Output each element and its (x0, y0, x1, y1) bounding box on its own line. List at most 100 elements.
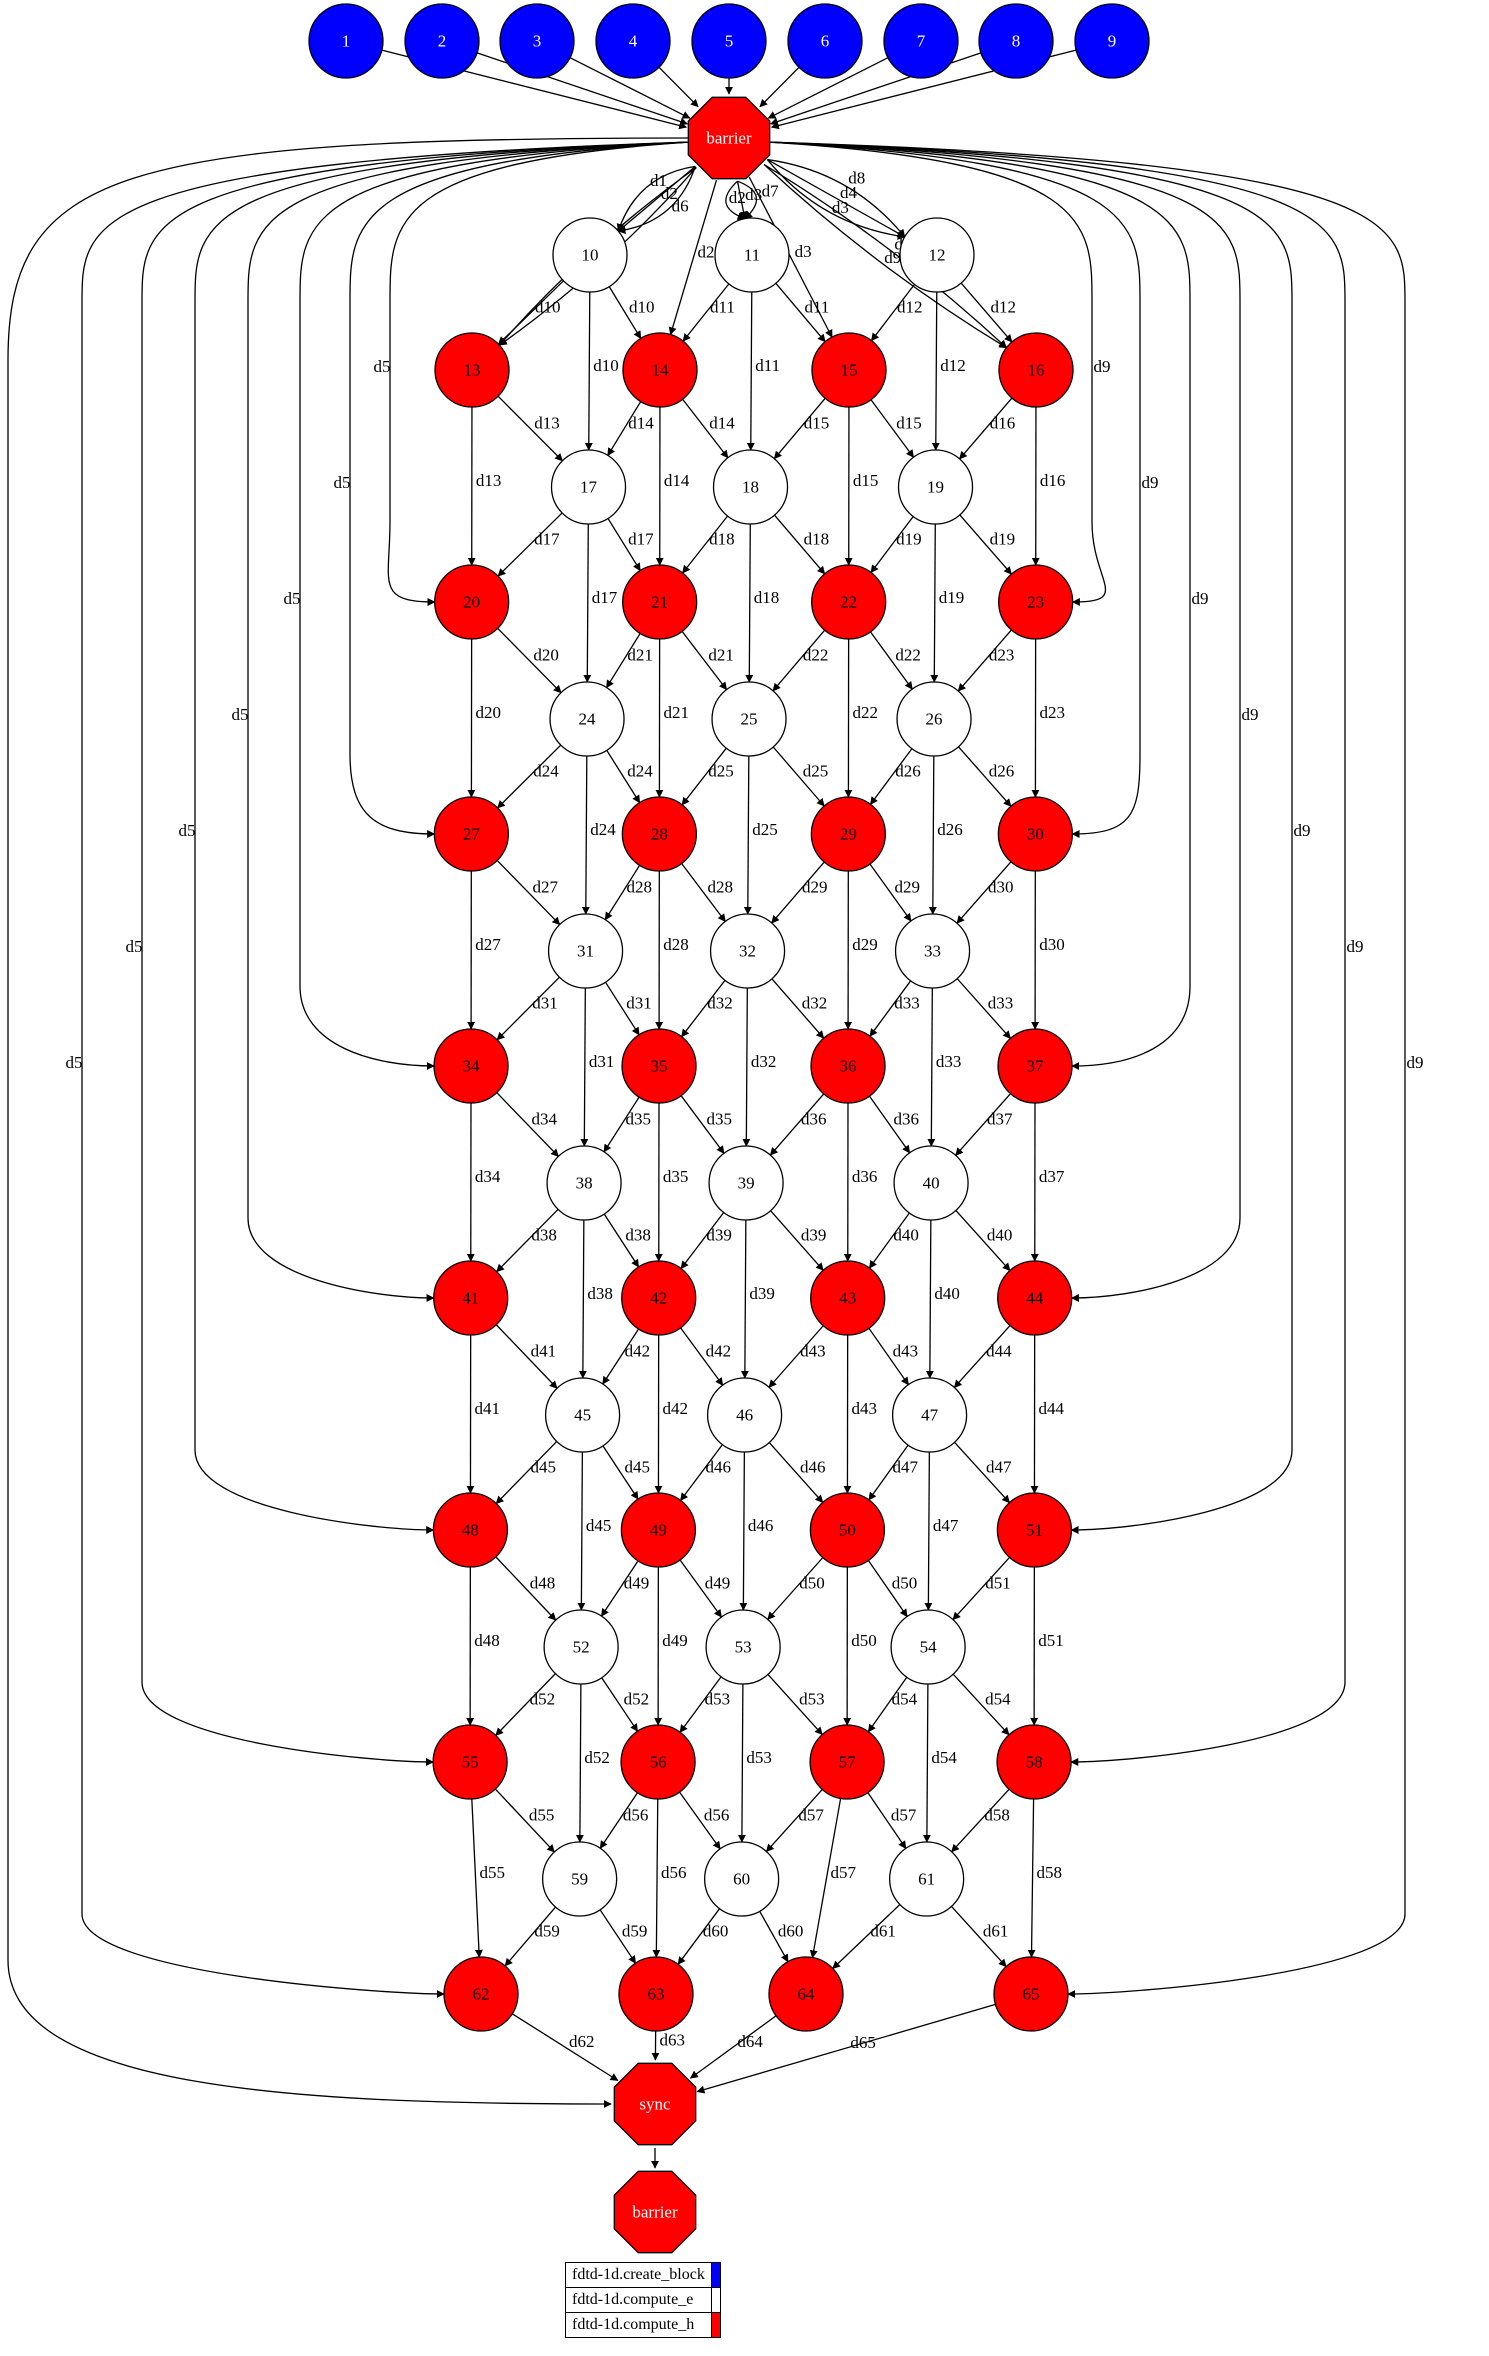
circle-node-shape (709, 913, 786, 989)
edge-40-44 (955, 1210, 1011, 1272)
node-47: 47 (891, 1377, 968, 1453)
edge-barrier-55 (141, 141, 692, 1766)
edge-11-15 (775, 282, 826, 343)
edge-label: d38 (531, 1226, 557, 1245)
edge-label: d22 (895, 646, 921, 665)
edge-label: d41 (475, 1399, 501, 1418)
node-50: 50 (809, 1492, 886, 1568)
node-36: 36 (810, 1028, 886, 1104)
edge-22-25 (772, 629, 826, 692)
edge-47-51 (954, 1441, 1011, 1504)
circle-node-shape (998, 564, 1074, 640)
node-25: 25 (711, 681, 787, 757)
edge-label: d18 (754, 588, 780, 607)
edge-label: d5 (284, 589, 301, 608)
octagon-node-shape (613, 2062, 697, 2146)
edge-26-30 (958, 746, 1012, 807)
edge-label: d24 (590, 820, 616, 839)
node-label: 45 (574, 1406, 591, 1425)
node-19: 19 (897, 449, 974, 525)
edge-label: d28 (663, 935, 689, 954)
edge-label: d5 (374, 357, 391, 376)
circle-node-shape (810, 1260, 886, 1336)
edge-label: d36 (852, 1167, 878, 1186)
circle-node-shape (621, 1028, 697, 1104)
edge-barrier-16 (763, 163, 1008, 349)
edge-label: d26 (937, 820, 963, 839)
node-label: 20 (463, 593, 480, 612)
circle-node-shape (595, 3, 671, 79)
edge-label: d53 (746, 1748, 772, 1767)
edge-barrier-44 (766, 141, 1241, 1302)
node-14: 14 (622, 332, 698, 408)
edge-label: d33 (988, 994, 1014, 1013)
node-label: 36 (840, 1057, 857, 1076)
circle-node-shape (712, 449, 789, 525)
circle-node-shape (998, 332, 1074, 408)
edge-label: d10 (535, 298, 561, 317)
edge-barrier-30 (766, 141, 1141, 838)
node-label: 46 (736, 1406, 753, 1425)
edge-label: d61 (983, 1922, 1009, 1941)
edge-label: d56 (623, 1806, 649, 1825)
edge-54-58 (952, 1673, 1010, 1736)
edge-53-56 (679, 1676, 722, 1733)
edge-barrier-34 (299, 141, 692, 1070)
node-64: 64 (768, 1956, 844, 2032)
edge-label: d44 (986, 1342, 1012, 1361)
edge-25-28 (681, 747, 727, 806)
edge-54-57 (867, 1676, 908, 1733)
edge-13-17 (497, 395, 563, 462)
node-1: 1 (308, 3, 384, 79)
circle-node-shape (621, 1260, 697, 1336)
node-label: 25 (741, 710, 758, 729)
circle-node-shape (787, 3, 863, 79)
node-label: barrier (706, 129, 752, 148)
edge-47-54 (924, 1451, 933, 1611)
edge-label: d49 (705, 1574, 731, 1593)
edge-barrier-14 (668, 179, 718, 336)
edge-label: d9 (1347, 937, 1364, 956)
edge-38-41 (496, 1208, 559, 1273)
node-41: 41 (433, 1260, 509, 1336)
edge-label: d46 (706, 1458, 732, 1477)
edge-label: d61 (870, 1922, 896, 1941)
node-barrier: barrier (613, 2170, 697, 2254)
edge-barrier-65 (766, 141, 1406, 1998)
node-label: 47 (921, 1406, 939, 1425)
circle-node-shape (499, 3, 575, 79)
circle-node-shape (978, 3, 1054, 79)
edge-label: d57 (798, 1806, 824, 1825)
edge-label: d9 (1242, 705, 1259, 724)
edge-labels-layer: d6d2d1d7d3d2d8d4d3d1d5d2d3d4d9d5d9d5d9d5… (66, 169, 1424, 2052)
edge-10-17 (584, 291, 593, 451)
edge-label: d57 (831, 1863, 857, 1882)
edge-label: d55 (480, 1863, 506, 1882)
edge-label: d49 (662, 1631, 688, 1650)
circle-node-shape (810, 796, 887, 872)
node-43: 43 (810, 1260, 886, 1336)
edge-label: d42 (706, 1342, 732, 1361)
circle-node-shape (550, 449, 627, 525)
node-label: 34 (463, 1057, 481, 1076)
circle-node-shape (891, 1377, 968, 1453)
edge-label: d23 (989, 646, 1015, 665)
edge-label: d38 (587, 1284, 613, 1303)
node-48: 48 (432, 1492, 509, 1568)
node-22: 22 (811, 564, 887, 640)
node-8: 8 (978, 3, 1054, 79)
edge-19-23 (959, 514, 1012, 575)
circle-node-shape (809, 1492, 886, 1568)
edge-label: d9 (1407, 1053, 1424, 1072)
edge-34-38 (496, 1092, 559, 1157)
edge-2-barrier (476, 52, 689, 126)
node-49: 49 (620, 1492, 697, 1568)
node-35: 35 (621, 1028, 697, 1104)
edge-label: d20 (476, 703, 502, 722)
node-65: 65 (993, 1956, 1069, 2032)
edge-61-64 (832, 1904, 901, 1970)
edge-label: d64 (737, 2032, 763, 2051)
edge-label: d60 (778, 1922, 804, 1941)
node-10: 10 (552, 217, 628, 293)
